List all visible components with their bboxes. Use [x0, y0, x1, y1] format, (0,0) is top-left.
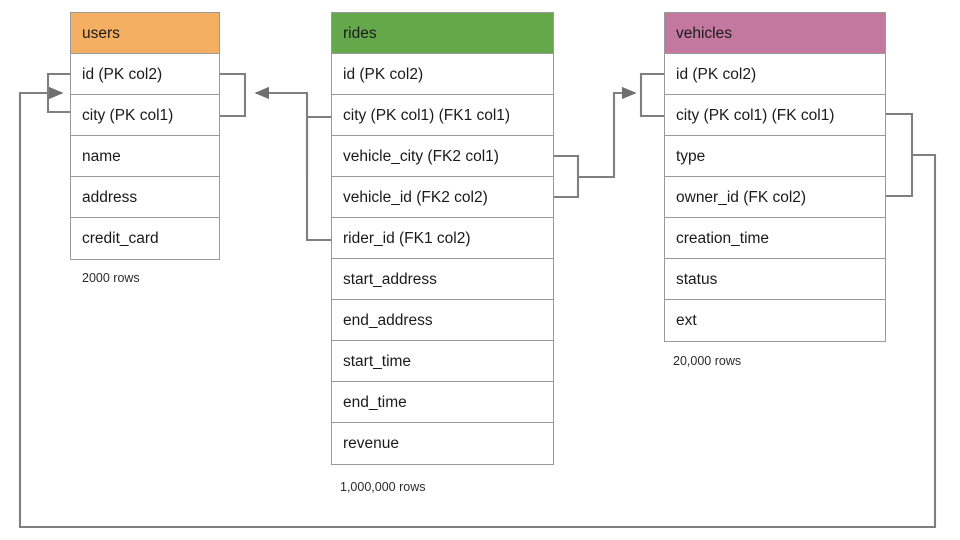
- table-vehicles-column-creation-time[interactable]: creation_time: [665, 218, 885, 259]
- table-rides-column-revenue[interactable]: revenue: [332, 423, 553, 464]
- table-users-column-id[interactable]: id (PK col2): [71, 54, 219, 95]
- table-users-column-credit-card[interactable]: credit_card: [71, 218, 219, 259]
- connector-rides-right-bracket: [554, 154, 580, 199]
- connector-users-right-bracket: [220, 72, 247, 118]
- table-users-column-name[interactable]: name: [71, 136, 219, 177]
- table-rides-column-start-time[interactable]: start_time: [332, 341, 553, 382]
- table-vehicles-column-type[interactable]: type: [665, 136, 885, 177]
- connector-vehicles-left-bracket: [639, 72, 664, 118]
- table-vehicles-header: vehicles: [665, 13, 885, 54]
- connector-users-left-bracket: [46, 72, 70, 114]
- table-vehicles-column-ext[interactable]: ext: [665, 300, 885, 341]
- connector-rides-fk2-to-vehicles: [578, 86, 637, 179]
- table-rides-row-count: 1,000,000 rows: [340, 480, 426, 494]
- connector-vehicles-right-bracket: [886, 112, 914, 198]
- table-vehicles-column-id[interactable]: id (PK col2): [665, 54, 885, 95]
- table-rides-column-vehicle-city[interactable]: vehicle_city (FK2 col1): [332, 136, 553, 177]
- table-rides-column-city[interactable]: city (PK col1) (FK1 col1): [332, 95, 553, 136]
- table-users-row-count: 2000 rows: [82, 271, 140, 285]
- table-users-column-address[interactable]: address: [71, 177, 219, 218]
- table-rides[interactable]: rides id (PK col2) city (PK col1) (FK1 c…: [331, 12, 554, 465]
- connector-rides-left-bracket: [305, 115, 331, 242]
- table-rides-column-vehicle-id[interactable]: vehicle_id (FK2 col2): [332, 177, 553, 218]
- table-rides-column-end-time[interactable]: end_time: [332, 382, 553, 423]
- table-rides-column-start-address[interactable]: start_address: [332, 259, 553, 300]
- table-rides-column-id[interactable]: id (PK col2): [332, 54, 553, 95]
- table-users[interactable]: users id (PK col2) city (PK col1) name a…: [70, 12, 220, 260]
- table-users-header: users: [71, 13, 219, 54]
- table-vehicles-column-owner-id[interactable]: owner_id (FK col2): [665, 177, 885, 218]
- table-vehicles-row-count: 20,000 rows: [673, 354, 742, 368]
- table-vehicles-column-city[interactable]: city (PK col1) (FK col1): [665, 95, 885, 136]
- table-rides-column-end-address[interactable]: end_address: [332, 300, 553, 341]
- table-vehicles[interactable]: vehicles id (PK col2) city (PK col1) (FK…: [664, 12, 886, 342]
- connector-rides-fk1-to-users: [254, 86, 309, 178]
- table-rides-column-rider-id[interactable]: rider_id (FK1 col2): [332, 218, 553, 259]
- table-rides-header: rides: [332, 13, 553, 54]
- table-users-column-city[interactable]: city (PK col1): [71, 95, 219, 136]
- table-vehicles-column-status[interactable]: status: [665, 259, 885, 300]
